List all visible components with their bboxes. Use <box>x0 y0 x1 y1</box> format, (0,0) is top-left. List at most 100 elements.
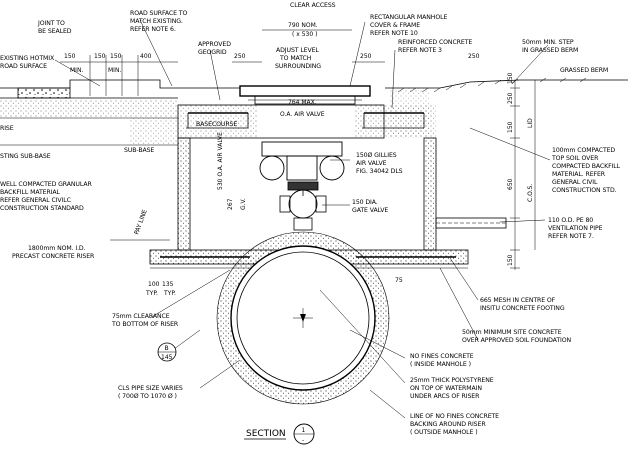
backfill-note: REFER GENERAL CIVILC <box>0 197 71 204</box>
backfill-note: CONSTRUCTION STANDARD <box>0 205 84 212</box>
dim-label: 400 <box>140 53 152 60</box>
bottom-dim-label: 100 <box>148 281 160 288</box>
section-ref-bottom: 145 <box>161 354 173 361</box>
dim-label: 250 <box>234 53 246 60</box>
topsoil-note: CONSTRUCTION STD. <box>552 187 617 194</box>
adjust-note: TO MATCH <box>279 55 312 62</box>
sub-base-left-label: STING SUB-BASE <box>0 153 51 160</box>
gate-valve-note: GATE VALVE <box>352 207 388 214</box>
site-concrete-note: 50mm MINIMUM SITE CONCRETE <box>462 329 562 336</box>
topsoil-note: 100mm COMPACTED <box>552 147 615 154</box>
air-valve-note: 150Ø GILLIES <box>356 151 397 159</box>
adjust-note: SURROUNDING <box>275 63 321 70</box>
leader-lines <box>54 19 551 419</box>
lid-label: LID <box>527 118 534 128</box>
bottom-dim-label: TYP. <box>145 290 158 297</box>
topsoil-note: GENERAL CIVIL <box>552 179 598 186</box>
adjust-note: ADJUST LEVEL <box>276 47 319 54</box>
oa-width-label: 764 MAX. <box>288 99 317 106</box>
air-valve-height-label: 530 O.A. AIR VALVE <box>217 132 224 190</box>
mesh-note: 665 MESH IN CENTRE OF <box>480 297 556 304</box>
site-concrete-note: OVER APPROVED SOIL FOUNDATION <box>462 337 572 344</box>
road-surface <box>0 79 240 146</box>
riser-note: PRECAST CONCRETE RISER <box>12 253 95 260</box>
bottom-dim-label: 135 <box>162 281 174 288</box>
road-surface-note: ROAD SURFACE TO <box>130 10 187 17</box>
top-dimensions <box>60 29 385 101</box>
gv-label: G.V. <box>240 198 247 210</box>
section-title: SECTION <box>246 429 286 439</box>
riser-note: 1800mm NOM. I.D. <box>28 245 86 252</box>
gate-valve-note: 150 DIA. <box>352 199 378 206</box>
section-num-bottom: - <box>302 437 304 444</box>
road-surface-note: REFER NOTE 6. <box>130 26 176 33</box>
sub-base-label: SUB-BASE <box>124 147 154 154</box>
joint-note: JOINT TO <box>37 20 65 27</box>
manhole-cover-note: REFER NOTE 10 <box>370 30 418 37</box>
cos-label: C.O.S. <box>527 184 534 202</box>
clearance-note: TO BOTTOM OF RISER <box>111 321 179 328</box>
right-dim-label: 650 <box>507 178 514 190</box>
valve-height-label: 267 <box>227 198 234 210</box>
topsoil-note: COMPACTED BACKFILL <box>552 163 621 170</box>
right-dim-label: 250 <box>507 92 514 104</box>
polystyrene-note: ON TOP OF WATERMAIN <box>410 385 482 392</box>
vent-pipe <box>435 217 507 229</box>
mesh-note: INSITU CONCRETE FOOTING <box>480 305 565 312</box>
cover-width-label: 790 NOM. <box>288 22 318 29</box>
topsoil-note: TOP SOIL OVER <box>551 155 599 162</box>
cls-pipe-note: ( 700Ø TO 1070 Ø ) <box>118 392 177 400</box>
joint-note: BE SEALED <box>38 28 72 35</box>
vent-note: REFER NOTE 7. <box>548 233 594 240</box>
pay-line-label: PAY LINE <box>133 209 148 236</box>
air-valve-note: AIR VALVE <box>356 160 387 167</box>
labels: CLEAR ACCESS 790 NOM. ( x 530 ) RECTANGU… <box>0 2 621 445</box>
section-ref-top: B <box>165 345 169 352</box>
vent-note: VENTILATION PIPE <box>548 225 603 232</box>
air-valve-note: FIG. 34042 DLS <box>356 168 403 175</box>
dim-min-label: MIN. <box>108 67 121 74</box>
no-fines-note: NO FINES CONCRETE <box>410 353 474 360</box>
polystyrene-note: UNDER ARCS OF RISER <box>410 393 480 400</box>
dim-label: 150 <box>94 53 106 60</box>
cover-width2-label: ( x 530 ) <box>292 31 317 38</box>
oa-label: O.A. AIR VALVE <box>280 111 325 118</box>
clear-access-label: CLEAR ACCESS <box>290 2 336 9</box>
reinforced-note: REINFORCED CONCRETE <box>398 39 472 46</box>
reinforced-note: REFER NOTE 3 <box>398 47 442 54</box>
dim-label: 150 <box>110 53 122 60</box>
clearance-note: 75mm CLEARANCE <box>112 313 170 320</box>
hotmix-note: ROAD SURFACE <box>0 63 47 70</box>
polystyrene-note: 25mm THICK POLYSTYRENE <box>410 377 494 384</box>
bottom-dim-label: TYP. <box>163 290 176 297</box>
dim-min-label: MIN. <box>70 67 83 74</box>
line-no-fines-note: ( OUTSIDE MANHOLE ) <box>410 429 478 436</box>
manhole-cover-note: RECTANGULAR MANHOLE <box>370 14 447 21</box>
precast-riser <box>177 85 437 251</box>
right-dim-label: 150 <box>507 121 514 133</box>
line-no-fines-note: LINE OF NO FINES CONCRETE <box>410 413 499 420</box>
cls-pipe <box>216 231 390 405</box>
basecourse-label: BASECOURSE <box>196 121 237 128</box>
geogrid-note: GEOGRID <box>198 49 227 56</box>
backfill-note: WELL COMPACTED GRANULAR <box>0 181 92 188</box>
cls-pipe-note: CLS PIPE SIZE VARIES <box>118 385 183 392</box>
topsoil-note: MATERIAL. REFER <box>552 171 606 178</box>
backfill-note: BACKFILL MATERIAL <box>0 189 61 196</box>
right-dim-label: 150 <box>507 254 514 266</box>
geogrid-note: APPROVED <box>198 41 231 48</box>
vent-note: 110 O.D. PE 80 <box>548 217 593 224</box>
grassed-berm-label: GRASSED BERM <box>560 67 608 74</box>
no-fines-note: ( INSIDE MANHOLE ) <box>410 361 471 368</box>
right-dimensions <box>510 80 536 270</box>
air-valve <box>259 141 345 191</box>
gate-valve <box>279 189 327 231</box>
hotmix-note: EXISTING HOTMIX <box>0 55 55 62</box>
rise-label: RISE <box>0 125 14 132</box>
right-dim-label: 150 <box>507 72 514 84</box>
line-no-fines-note: BACKING AROUND RISER <box>410 421 486 428</box>
dim-label: 150 <box>64 53 76 60</box>
step-note: IN GRASSED BERM <box>522 47 578 54</box>
